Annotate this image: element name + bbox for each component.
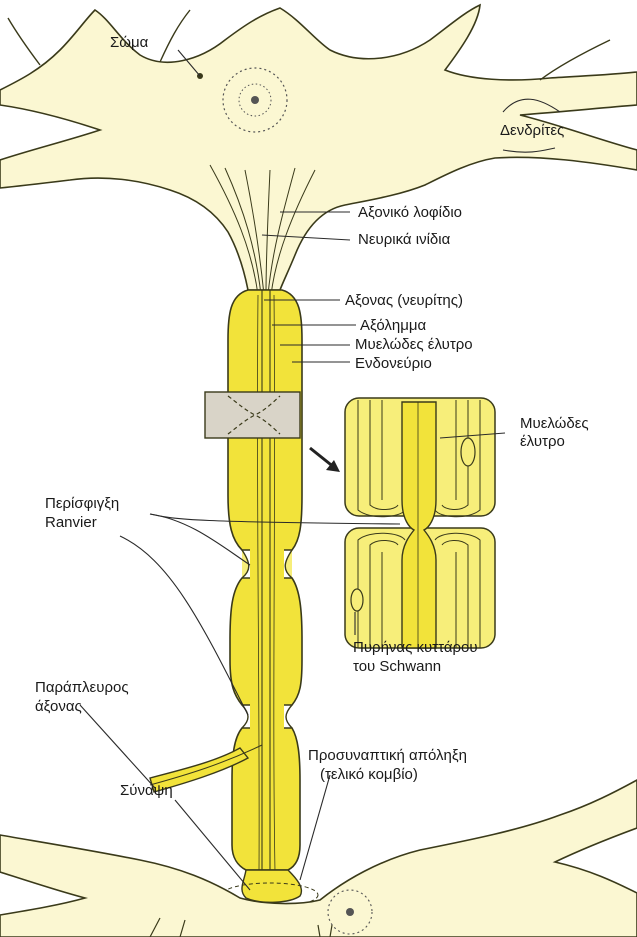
label-dendrites: Δενδρίτες xyxy=(500,122,564,139)
detail-box xyxy=(205,392,300,438)
label-axon: Αξονας (νευρίτης) xyxy=(345,292,463,309)
dendrite-branch xyxy=(160,10,190,62)
label-collateral-2: άξονας xyxy=(35,698,82,715)
dendrite-branch xyxy=(8,18,40,65)
label-axon-hillock: Αξονικό λοφίδιο xyxy=(358,204,462,221)
label-myelin-detail-2: έλυτρο xyxy=(520,433,565,450)
label-myelin-sheath: Μυελώδες έλυτρο xyxy=(355,336,473,353)
label-terminal-2: (τελικό κομβίο) xyxy=(320,766,418,783)
label-schwann-1: Πυρήνας κυττάρου xyxy=(353,639,478,656)
dendrite-branch xyxy=(540,40,610,80)
node-fill-2 xyxy=(250,703,284,730)
myelinated-axon xyxy=(205,290,318,907)
myelin-segment-3 xyxy=(232,728,300,870)
presynaptic-terminal xyxy=(242,870,301,902)
label-schwann-2: του Schwann xyxy=(353,658,441,675)
label-node-1: Περίσφιγξη xyxy=(45,495,119,512)
label-soma: Σώμα xyxy=(110,34,149,51)
schwann-nucleus xyxy=(351,589,363,611)
label-myelin-detail-1: Μυελώδες xyxy=(520,415,589,432)
label-synapse: Σύναψη xyxy=(120,782,173,799)
upper-cell-body xyxy=(0,5,637,290)
lower-cell-body xyxy=(0,780,637,937)
lower-neuron xyxy=(0,780,637,937)
label-neurofibrils: Νευρικά ινίδια xyxy=(358,231,451,248)
detail-axon xyxy=(402,402,436,648)
myelin-segment-2 xyxy=(230,578,302,705)
upper-nucleolus xyxy=(251,96,259,104)
node-fill-1 xyxy=(250,548,284,580)
label-axolemma: Αξόλημμα xyxy=(360,317,427,334)
schwann-nucleus xyxy=(461,438,475,466)
label-collateral-1: Παράπλευρος xyxy=(35,679,129,696)
label-terminal-1: Προσυναπτική απόληξη xyxy=(308,747,467,764)
label-endoneurium: Ενδονεύριο xyxy=(355,355,432,372)
lower-nucleolus xyxy=(346,908,354,916)
label-node-2: Ranvier xyxy=(45,514,97,531)
upper-neuron xyxy=(0,5,637,290)
